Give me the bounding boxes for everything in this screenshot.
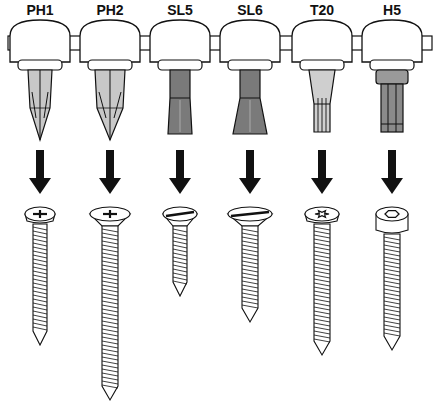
bit	[10, 20, 70, 140]
bit	[220, 20, 280, 134]
bit	[80, 20, 140, 140]
bit	[292, 20, 352, 132]
bit-label: PH2	[80, 2, 140, 18]
bit-label: T20	[292, 2, 352, 18]
bit	[150, 20, 210, 134]
bit-label: PH1	[10, 2, 70, 18]
bit	[362, 20, 422, 132]
screw	[228, 207, 272, 322]
arrow	[239, 150, 261, 194]
screw	[163, 207, 197, 296]
arrow	[311, 150, 333, 194]
screw	[25, 207, 55, 345]
arrow	[381, 150, 403, 194]
screw	[90, 207, 130, 400]
arrow	[29, 150, 51, 194]
bit-label: SL5	[150, 2, 210, 18]
bit-label: SL6	[220, 2, 280, 18]
screw	[305, 207, 339, 355]
arrow	[99, 150, 121, 194]
bit-label: H5	[362, 2, 422, 18]
screw	[376, 207, 408, 350]
arrow	[169, 150, 191, 194]
